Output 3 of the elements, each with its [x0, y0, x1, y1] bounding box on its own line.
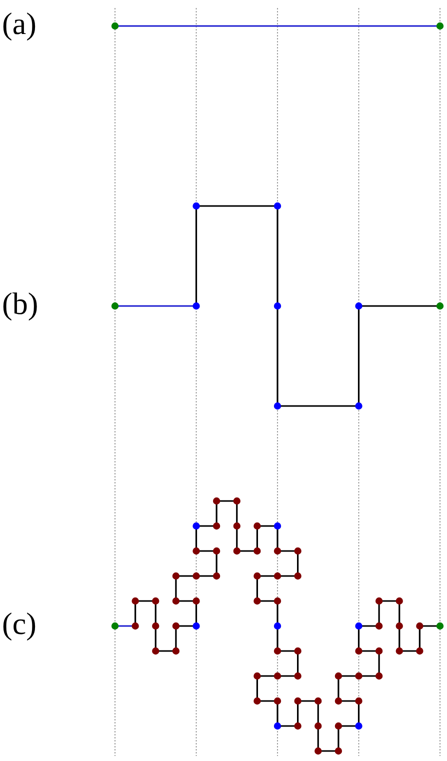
panel-label: (a)	[2, 6, 36, 42]
panel-label: (c)	[2, 606, 36, 642]
panel-label: (b)	[2, 286, 38, 322]
